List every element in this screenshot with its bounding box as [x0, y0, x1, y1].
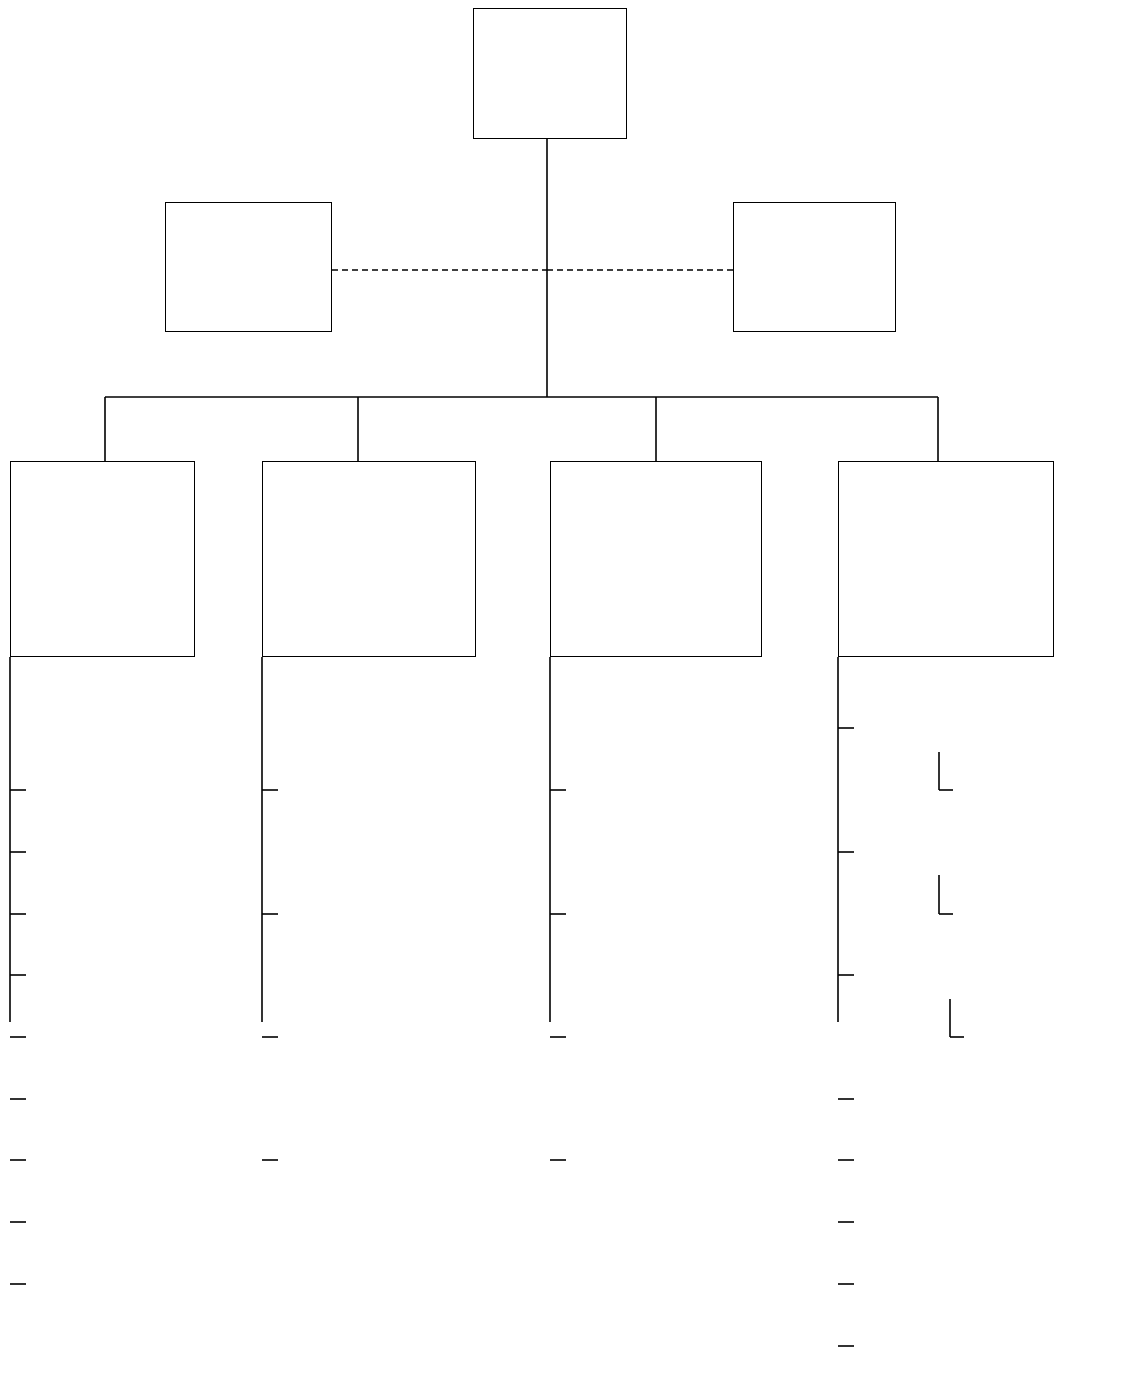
director-box [473, 8, 627, 139]
branch-box-2 [262, 461, 476, 657]
branch-box-4 [838, 461, 1054, 657]
branch-box-1 [10, 461, 195, 657]
branch-box-3 [550, 461, 762, 657]
committee-left-box [165, 202, 332, 332]
committee-right-box [733, 202, 896, 332]
